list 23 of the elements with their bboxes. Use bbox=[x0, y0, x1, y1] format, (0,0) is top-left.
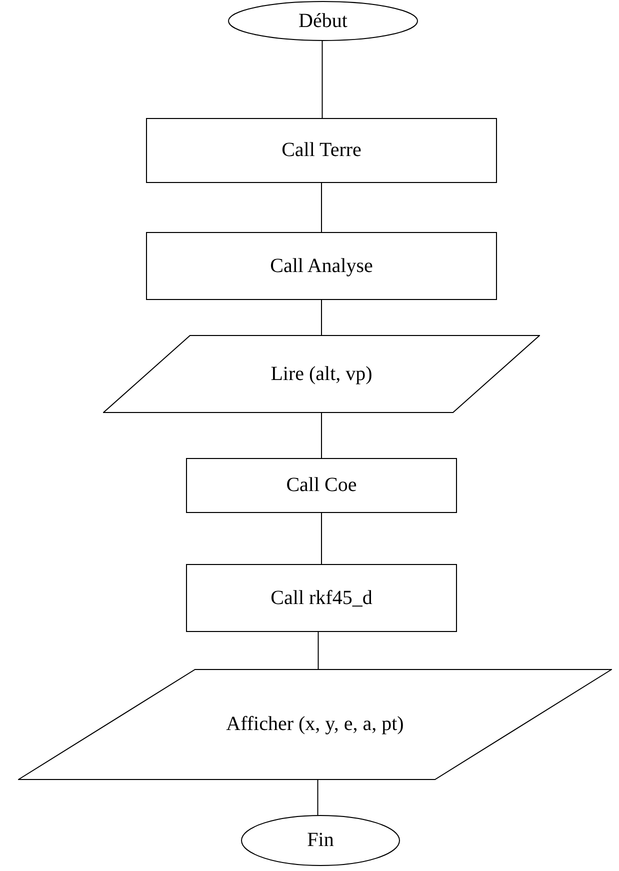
connector-line bbox=[317, 780, 318, 816]
process-box bbox=[146, 232, 497, 300]
connector-line bbox=[321, 182, 322, 232]
connector-line bbox=[321, 300, 322, 336]
io-parallelogram bbox=[103, 335, 540, 413]
node-label: Call Analyse bbox=[270, 254, 373, 278]
node-label: Call rkf45_d bbox=[270, 586, 372, 610]
node-label: Fin bbox=[307, 828, 334, 853]
node-label: Lire (alt, vp) bbox=[270, 362, 372, 386]
connector-line bbox=[318, 632, 319, 670]
terminal-ellipse bbox=[241, 815, 400, 866]
process-box bbox=[146, 118, 497, 183]
process-box bbox=[186, 458, 457, 513]
node-label: Call Coe bbox=[286, 473, 357, 498]
node-label: Début bbox=[298, 8, 348, 34]
io-parallelogram bbox=[18, 669, 612, 780]
process-box bbox=[186, 564, 457, 632]
connector-line bbox=[321, 412, 322, 458]
node-label: Afficher (x, y, e, a, pt) bbox=[226, 712, 404, 737]
node-label: Call Terre bbox=[282, 138, 362, 163]
connector-line bbox=[322, 40, 323, 118]
terminal-ellipse bbox=[228, 1, 418, 41]
connector-line bbox=[321, 512, 322, 564]
